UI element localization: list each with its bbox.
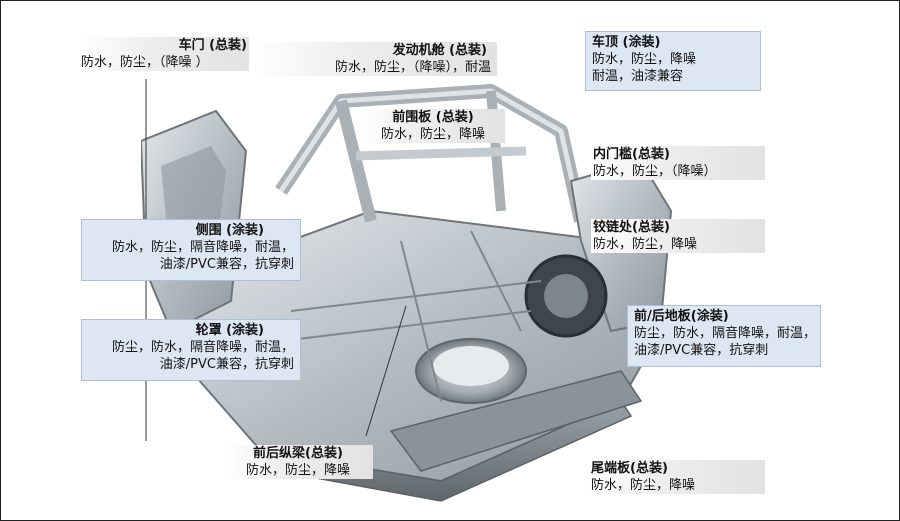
callout-dash-panel-desc: 防水，防尘，降噪 [380,127,485,142]
callout-hinge-desc: 防水，防尘，降噪 [593,237,698,252]
callout-engine-bay-title: 发动机舱 (总装) [392,43,487,58]
callout-floor-title: 前/后地板(涂装) [634,309,729,324]
callout-door-title: 车门 (总装) [178,38,247,53]
callout-wheelhouse-desc-line2: 油漆/PVC兼容，抗穿刺 [159,357,294,372]
callout-rail-title: 前后纵梁(总装) [253,446,343,461]
callout-floor-desc-line1: 防尘，防水，隔音降噪，耐温， [634,326,817,341]
callout-rail-desc: 防水，防尘，降噪 [245,463,350,478]
callout-floor: 前/后地板(涂装) 防尘，防水，隔音降噪，耐温， 油漆/PVC兼容，抗穿刺 [627,305,821,367]
callout-wheelhouse-title: 轮罩 (涂装) [195,323,264,338]
callout-side-panel-desc-line2: 油漆/PVC兼容，抗穿刺 [159,257,294,272]
callout-inner-sill-title: 内门槛(总装) [593,147,670,162]
callout-roof: 车顶 (涂装) 防水，防尘，降噪 耐温，油漆兼容 [585,31,761,91]
callout-side-panel-desc-line1: 防水，防尘，隔音降噪，耐温， [111,240,294,255]
callout-rail: 前后纵梁(总装) 防水，防尘，降噪 [223,445,373,479]
callout-dash-panel-title: 前围板 (总装) [392,110,474,125]
callout-door: 车门 (总装) 防水，防尘，（降噪 ） [79,37,249,71]
callout-inner-sill-desc: 防水，防尘，（降噪） [593,164,717,179]
callout-dash-panel: 前围板 (总装) 防水，防尘，降噪 [361,109,505,143]
callout-engine-bay: 发动机舱 (总装) 防水，防尘，（降噪），耐温 [251,42,497,76]
callout-side-panel-title: 侧围 (涂装) [195,223,264,238]
callout-tail-panel: 尾端板(总装) 防水，防尘，降噪 [587,460,765,494]
callout-inner-sill: 内门槛(总装) 防水，防尘，（降噪） [591,146,765,180]
callout-roof-desc-line2: 耐温，油漆兼容 [592,69,684,84]
callout-hinge: 铰链处(总装) 防水，防尘，降噪 [591,219,765,253]
callout-tail-panel-desc: 防水，防尘，降噪 [591,478,696,493]
callout-roof-title: 车顶 (涂装) [592,35,661,50]
callout-engine-bay-desc: 防水，防尘，（降噪），耐温 [334,60,491,75]
callout-floor-desc-line2: 油漆/PVC兼容，抗穿刺 [634,343,769,358]
callout-side-panel: 侧围 (涂装) 防水，防尘，隔音降噪，耐温， 油漆/PVC兼容，抗穿刺 [81,219,301,281]
callout-door-desc: 防水，防尘，（降噪 ） [81,55,209,70]
callout-tail-panel-title: 尾端板(总装) [591,461,668,476]
callout-roof-desc-line1: 防水，防尘，降噪 [592,52,697,67]
callout-wheelhouse-desc-line1: 防尘，防水，隔音降噪，耐温， [111,340,294,355]
callout-hinge-title: 铰链处(总装) [593,220,670,235]
callout-wheelhouse: 轮罩 (涂装) 防尘，防水，隔音降噪，耐温， 油漆/PVC兼容，抗穿刺 [81,319,301,381]
